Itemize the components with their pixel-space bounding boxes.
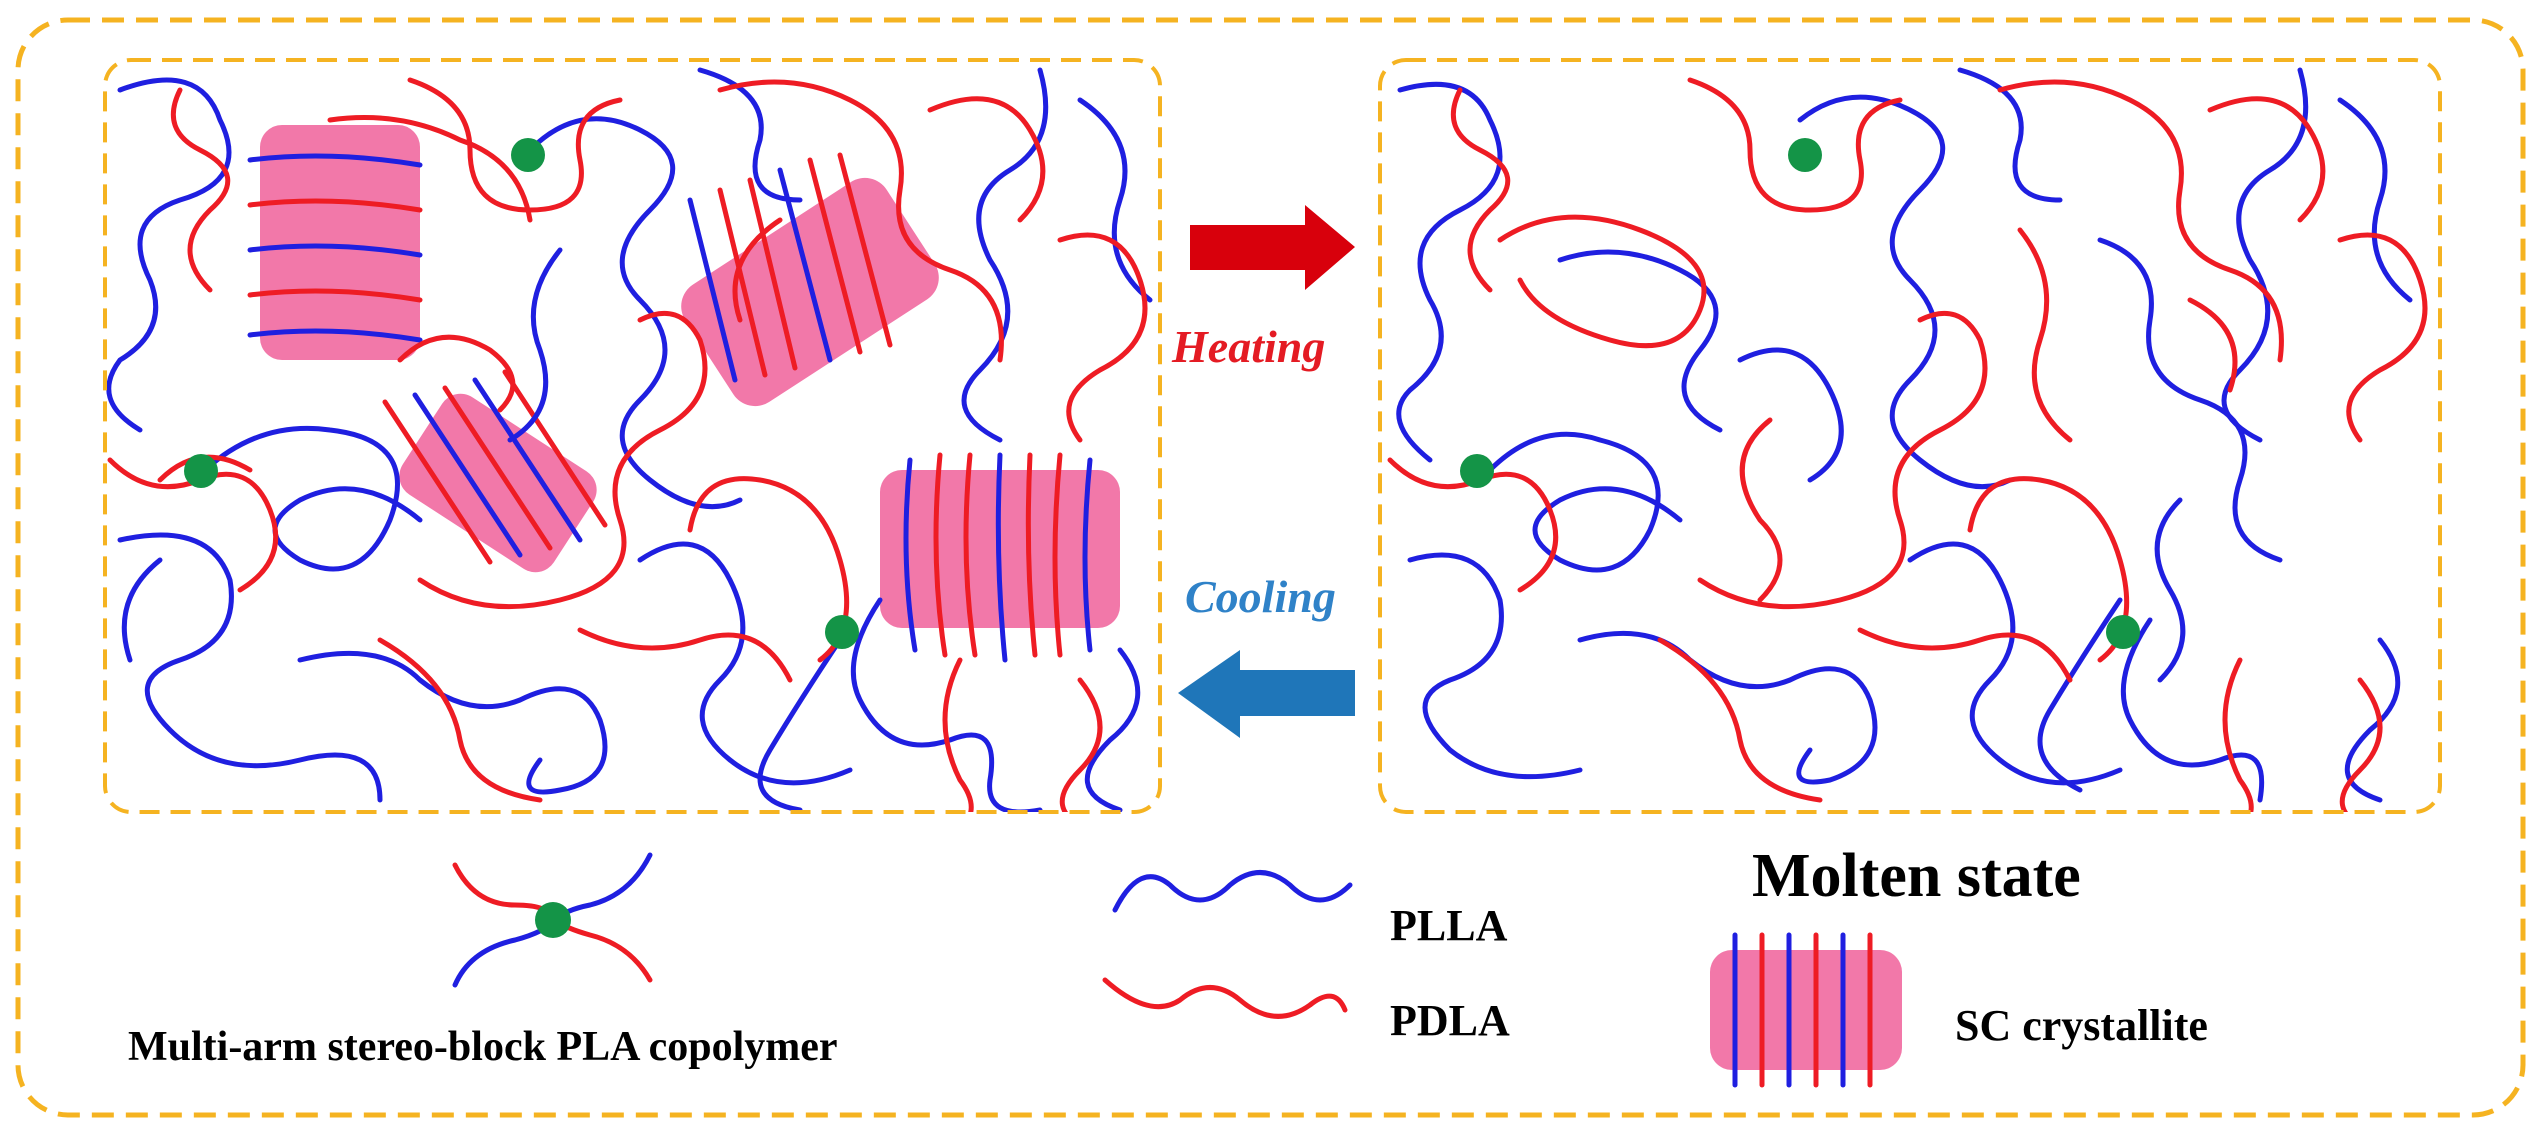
plla-label: PLLA	[1390, 901, 1508, 950]
sc-crystallite-block	[399, 393, 597, 573]
cooling-label: Cooling	[1185, 571, 1336, 622]
pdla-label: PDLA	[1390, 996, 1510, 1045]
pdla-legend-line	[1102, 977, 1348, 1019]
branch-node-icon	[1460, 454, 1494, 488]
outer-frame	[15, 17, 2526, 1118]
right-panel-frame	[1378, 58, 2442, 814]
branch-node-icon	[511, 138, 545, 172]
copolymer-legend-icon	[452, 852, 653, 988]
sc-crystallite-block	[260, 125, 420, 360]
heating-label: Heating	[1171, 321, 1325, 372]
branch-node-icon	[825, 615, 859, 649]
branch-node-icon	[2106, 615, 2140, 649]
sc-crystallite-label: SC crystallite	[1955, 1001, 2208, 1050]
plla-legend-line	[1112, 870, 1353, 913]
left-arrow-icon	[1178, 650, 1355, 738]
copolymer-label: Multi-arm stereo-block PLA copolymer	[128, 1024, 838, 1070]
branch-node-icon	[184, 454, 218, 488]
right-arrow-icon	[1190, 205, 1355, 290]
molten-state-label: Molten state	[1752, 842, 2081, 910]
branch-node-icon	[1788, 138, 1822, 172]
right-panel-chains	[1387, 67, 2428, 812]
left-panel-chains	[106, 67, 1153, 812]
sc-crystallite-legend-icon	[1710, 932, 1902, 1088]
left-panel-frame	[103, 58, 1162, 814]
